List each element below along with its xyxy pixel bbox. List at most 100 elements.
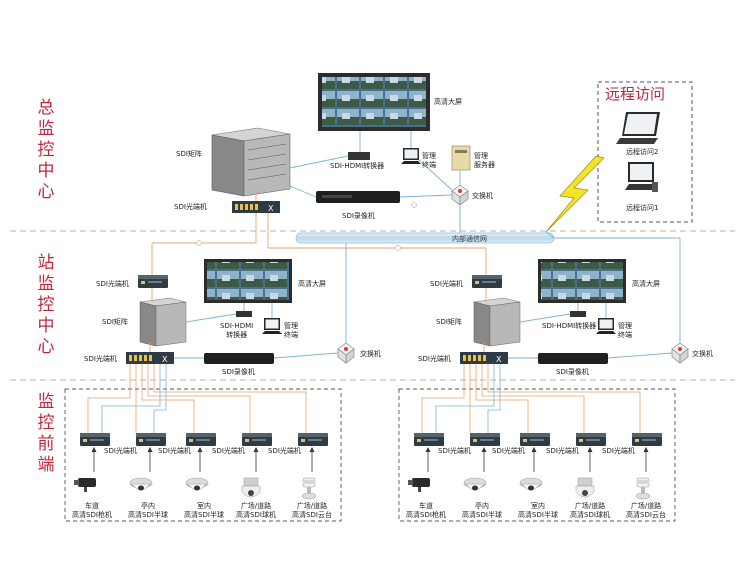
station1-sdi-recorder [204,353,274,364]
front2-camera-2 [463,477,487,491]
front2-camera-label-2: 亭内 高清SDI半球 [462,502,502,519]
hq-sdi-optical-label: SDI光端机 [174,203,207,211]
front1-camera-label-5: 广场/道路 高清SDI云台 [292,502,332,519]
hq-sdi-matrix [211,127,291,197]
front1-optical-box-1 [80,433,110,446]
front2-camera-arrow-2 [481,447,487,452]
hq-switch [451,184,469,206]
front1-camera-label-3: 室内 高清SDI半球 [184,502,224,519]
section-label-front: 监控前端 [37,392,55,475]
station1-switch-label: 交换机 [360,350,381,358]
station2-big-screen-label: 高清大屏 [632,280,660,288]
front1-camera-arrow-2 [147,447,153,452]
station1-big-screen [204,259,292,303]
front1-camera-label-2: 亭内 高清SDI半球 [128,502,168,519]
front2-optical-box-1 [414,433,444,446]
front2-camera-label-5: 广场/道路 高清SDI云台 [626,502,666,519]
station2-sdi-recorder [538,353,608,364]
hq-hdmi-converter [348,152,370,160]
front1-optical-label-2: SDI光端机 [158,447,191,455]
front1-camera-label-1: 车道 高清SDI枪机 [72,502,112,519]
svg-text:X: X [496,355,502,364]
station2-mgmt-terminal [596,318,616,334]
hq-sdi-recorder [316,191,400,203]
front-group-2-box [398,388,676,522]
front1-optical-label-4: SDI光端机 [268,447,301,455]
station1-switch [337,342,355,364]
front2-camera-label-4: 广场/道路 高清SDI球机 [570,502,610,519]
laptop-icon [616,112,660,144]
station2-optical-bottom-label: SDI光端机 [418,355,451,363]
station2-mgmt-terminal-label: 管理 终端 [618,322,632,339]
front2-camera-1 [408,478,430,492]
station2-sdi-matrix [473,297,521,347]
station1-hdmi-converter-label: SDI-HDMI 转换器 [220,322,254,339]
front2-optical-label-3: SDI光端机 [546,447,579,455]
hq-links [289,131,555,239]
station2-hdmi-converter-label: SDI-HDMI转换器 [542,322,597,330]
desktop-pc-icon [625,162,658,192]
station1-big-screen-label: 高清大屏 [298,280,326,288]
station1-sdi-matrix [139,297,187,347]
front1-camera-3 [185,477,209,491]
front-group-2-devices [408,433,662,500]
front2-optical-box-5 [632,433,662,446]
hq-switch-label: 交换机 [472,192,493,200]
section-label-hq: 总监控中心 [37,98,55,202]
front2-camera-5 [635,477,651,500]
front1-camera-arrow-3 [197,447,203,452]
hq-big-screen [318,73,430,131]
front2-camera-label-3: 室内 高清SDI半球 [518,502,558,519]
station2-sdi-recorder-label: SDI录像机 [556,368,589,376]
station2-switch [671,342,689,364]
station-1: X [126,259,355,364]
front1-camera-arrow-5 [309,447,315,452]
station2-switch-label: 交换机 [692,350,713,358]
front2-camera-3 [519,477,543,491]
front2-optical-label-4: SDI光端机 [602,447,635,455]
front1-optical-box-4 [242,433,272,446]
front1-camera-4 [241,477,261,498]
hq-mgmt-server [451,145,471,171]
remote-access-box [597,81,693,223]
station2-sdi-optical: X [460,352,508,364]
hq-sdi-optical: X [232,201,280,213]
station2-optical-top-label: SDI光端机 [430,280,463,288]
front1-camera-arrow-4 [253,447,259,452]
internal-network-label: 内部通信网 [452,235,487,243]
front1-camera-5 [301,477,317,500]
station1-sdi-matrix-label: SDI矩阵 [102,318,128,326]
front2-camera-4 [575,477,595,498]
front-group-1-devices [74,433,328,500]
hq-hdmi-converter-label: SDI-HDMI转换器 [330,162,385,170]
front2-optical-label-2: SDI光端机 [492,447,525,455]
hq-mgmt-server-label: 管理 服务器 [474,152,495,169]
front1-optical-box-5 [298,433,328,446]
front2-camera-arrow-5 [643,447,649,452]
front1-camera-1 [74,478,96,492]
front1-camera-2 [129,477,153,491]
hq-mgmt-terminal-label: 管理 终端 [422,152,436,169]
front1-optical-label-1: SDI光端机 [104,447,137,455]
front2-camera-arrow-3 [531,447,537,452]
front2-optical-label-1: SDI光端机 [438,447,471,455]
front1-camera-arrow-1 [91,447,97,452]
remote-access-title: 远程访问 [605,85,666,103]
front1-optical-label-3: SDI光端机 [212,447,245,455]
svg-text:X: X [268,204,274,213]
front2-optical-box-4 [576,433,606,446]
station1-hdmi-converter [236,311,252,317]
front-group-1-box [64,388,342,522]
hq-mgmt-terminal [401,148,421,164]
front1-optical-box-2 [136,433,166,446]
hq-sdi-recorder-label: SDI录像机 [342,212,375,220]
svg-text:X: X [162,355,168,364]
station1-optical-bottom-label: SDI光端机 [84,355,117,363]
station-2: X [460,259,689,364]
station1-sdi-recorder-label: SDI录像机 [222,368,255,376]
front2-optical-box-2 [470,433,500,446]
front1-optical-box-3 [186,433,216,446]
station1-sdi-optical: X [126,352,174,364]
front1-camera-label-4: 广场/道路 高清SDI球机 [236,502,276,519]
